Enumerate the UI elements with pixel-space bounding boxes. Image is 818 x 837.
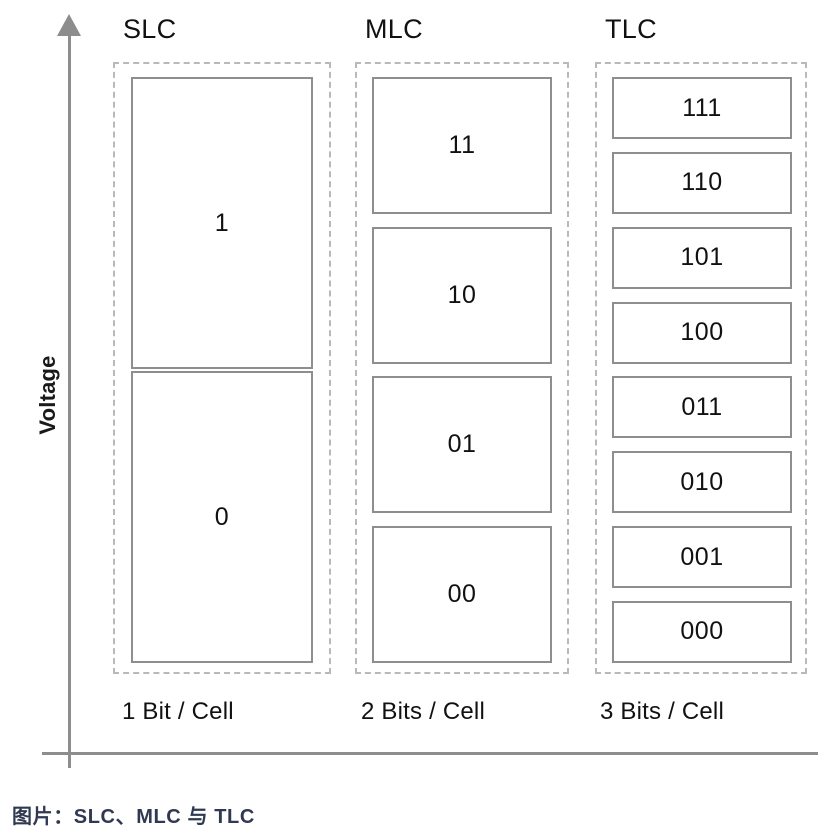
cell-mlc-2: 01 bbox=[372, 376, 552, 514]
cell-list-slc: 1 0 bbox=[113, 62, 331, 674]
column-group-outline-tlc bbox=[595, 62, 807, 674]
column-footer-slc: 1 Bit / Cell bbox=[122, 698, 234, 725]
y-axis-arrow-icon bbox=[57, 14, 81, 36]
cell-tlc-0: 111 bbox=[612, 77, 792, 139]
x-axis-line bbox=[42, 752, 818, 755]
cell-tlc-7: 000 bbox=[612, 600, 792, 663]
cell-slc-1: 0 bbox=[131, 371, 313, 663]
y-axis-label: Voltage bbox=[35, 355, 60, 435]
figure-caption: 图片：SLC、MLC 与 TLC bbox=[12, 806, 255, 828]
column-title-tlc: TLC bbox=[605, 14, 657, 44]
column-slc: SLC 1 0 bbox=[113, 14, 331, 674]
cell-tlc-6: 001 bbox=[612, 526, 792, 589]
cell-tlc-1: 110 bbox=[612, 151, 792, 214]
cell-slc-0: 1 bbox=[131, 77, 313, 369]
cell-list-mlc: 11 10 01 00 bbox=[355, 62, 569, 674]
column-title-slc: SLC bbox=[123, 14, 177, 44]
cell-tlc-3: 100 bbox=[612, 301, 792, 364]
cell-tlc-4: 011 bbox=[612, 376, 792, 439]
column-title-mlc: MLC bbox=[365, 14, 423, 44]
column-footer-mlc: 2 Bits / Cell bbox=[361, 698, 485, 725]
column-mlc: MLC 11 10 01 00 bbox=[355, 14, 569, 674]
cell-mlc-3: 00 bbox=[372, 525, 552, 663]
cell-list-tlc: 111 110 101 100 011 010 001 000 bbox=[595, 62, 807, 674]
column-tlc: TLC 111 110 101 100 011 010 001 000 bbox=[595, 14, 807, 674]
column-footer-tlc: 3 Bits / Cell bbox=[600, 698, 724, 725]
column-group-outline-slc bbox=[113, 62, 331, 674]
cell-tlc-2: 101 bbox=[612, 226, 792, 289]
cell-tlc-5: 010 bbox=[612, 451, 792, 514]
y-axis-line bbox=[68, 30, 71, 768]
cell-mlc-1: 10 bbox=[372, 226, 552, 364]
cell-mlc-0: 11 bbox=[372, 77, 552, 214]
column-group-outline-mlc bbox=[355, 62, 569, 674]
